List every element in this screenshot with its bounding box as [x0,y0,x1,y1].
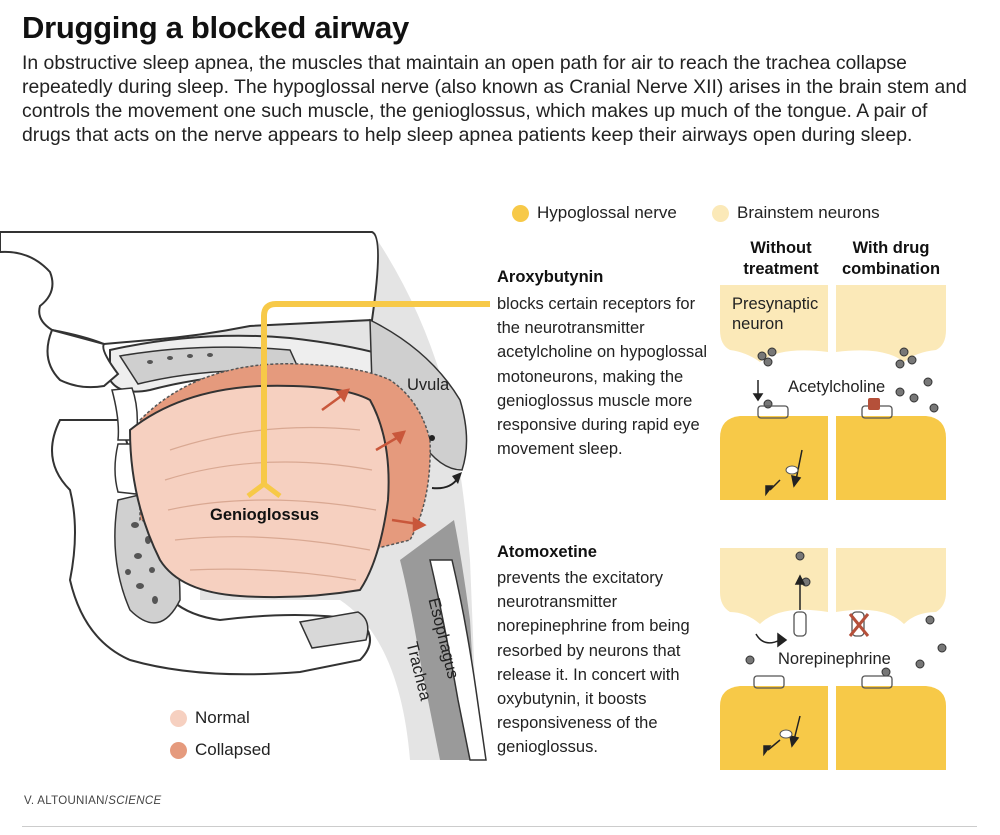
drug-2-name: Atomoxetine [497,543,597,561]
postsynaptic-without-top [720,416,828,500]
hard-palate-bone [118,346,302,385]
presynaptic-without-bottom [720,548,828,624]
bone-marrow-dots [125,353,213,604]
upper-lip [46,328,120,389]
blocker-top [868,398,880,410]
column-with-drug: With drug combination [841,239,941,278]
legend-hypoglossal-label: Hypoglossal nerve [537,203,677,222]
drug-1-name: Aroxybutynin [497,268,604,286]
second-messenger-top [785,465,799,475]
presynaptic-with-bottom [836,548,946,624]
presynaptic-with-top [836,285,946,362]
transporters-bottom [793,611,865,637]
hypoglossal-nerve [261,301,490,484]
signal-arrows-bottom [755,574,806,757]
collapse-arrows [321,388,427,533]
postsynaptic-without-bottom [720,686,828,770]
normal-swatch [170,709,187,727]
legend-hypoglossal: Hypoglossal nerve [512,203,677,223]
acetylcholine-label: Acetylcholine [788,378,886,396]
collapsed-swatch [170,741,187,759]
vesicles-bottom [745,551,947,677]
bottom-rule [22,826,977,827]
nerve-branch [246,480,282,498]
legend-collapsed-label: Collapsed [195,740,271,759]
uvula-label: Uvula [407,376,450,394]
presynaptic-without-top [720,285,828,362]
genioglossus-label: Genioglossus [210,506,320,524]
esophagus-tube [429,559,487,761]
drug-1-description: blocks certain receptors for the neurotr… [497,295,708,459]
intro-text: In obstructive sleep apnea, the muscles … [22,52,967,146]
postsynaptic-with-bottom [836,686,946,770]
blocked-transporter-x [848,613,870,637]
norepinephrine-label: Norepinephrine [778,650,891,668]
postsynaptic-with-top [836,416,946,500]
presynaptic-label: Presynaptic neuron [732,295,819,333]
signal-arrows-top [752,380,803,497]
drug-2-description: prevents the excitatory neurotransmitter… [497,569,690,757]
credit-source: SCIENCE [108,795,162,807]
second-messenger-bottom [779,729,793,739]
tongue-normal [128,384,390,599]
uvula-arrowhead [452,472,462,484]
legend-normal-label: Normal [195,708,250,727]
credit: V. ALTOUNIAN/SCIENCE [24,795,161,807]
face-outline [0,231,379,346]
legend-normal: Normal [170,708,250,728]
legend-collapsed: Collapsed [170,740,271,760]
uvula-dot [429,435,435,441]
legend-brainstem: Brainstem neurons [712,203,880,223]
hypoglossal-swatch [512,204,529,222]
page-title: Drugging a blocked airway [22,10,409,45]
column-without-treatment: Without treatment [743,239,819,278]
credit-author: V. ALTOUNIAN/ [24,795,109,807]
brainstem-swatch [712,204,729,222]
hyoid-bone [298,611,369,649]
legend-brainstem-label: Brainstem neurons [737,203,880,222]
receptors-bottom [753,675,893,689]
